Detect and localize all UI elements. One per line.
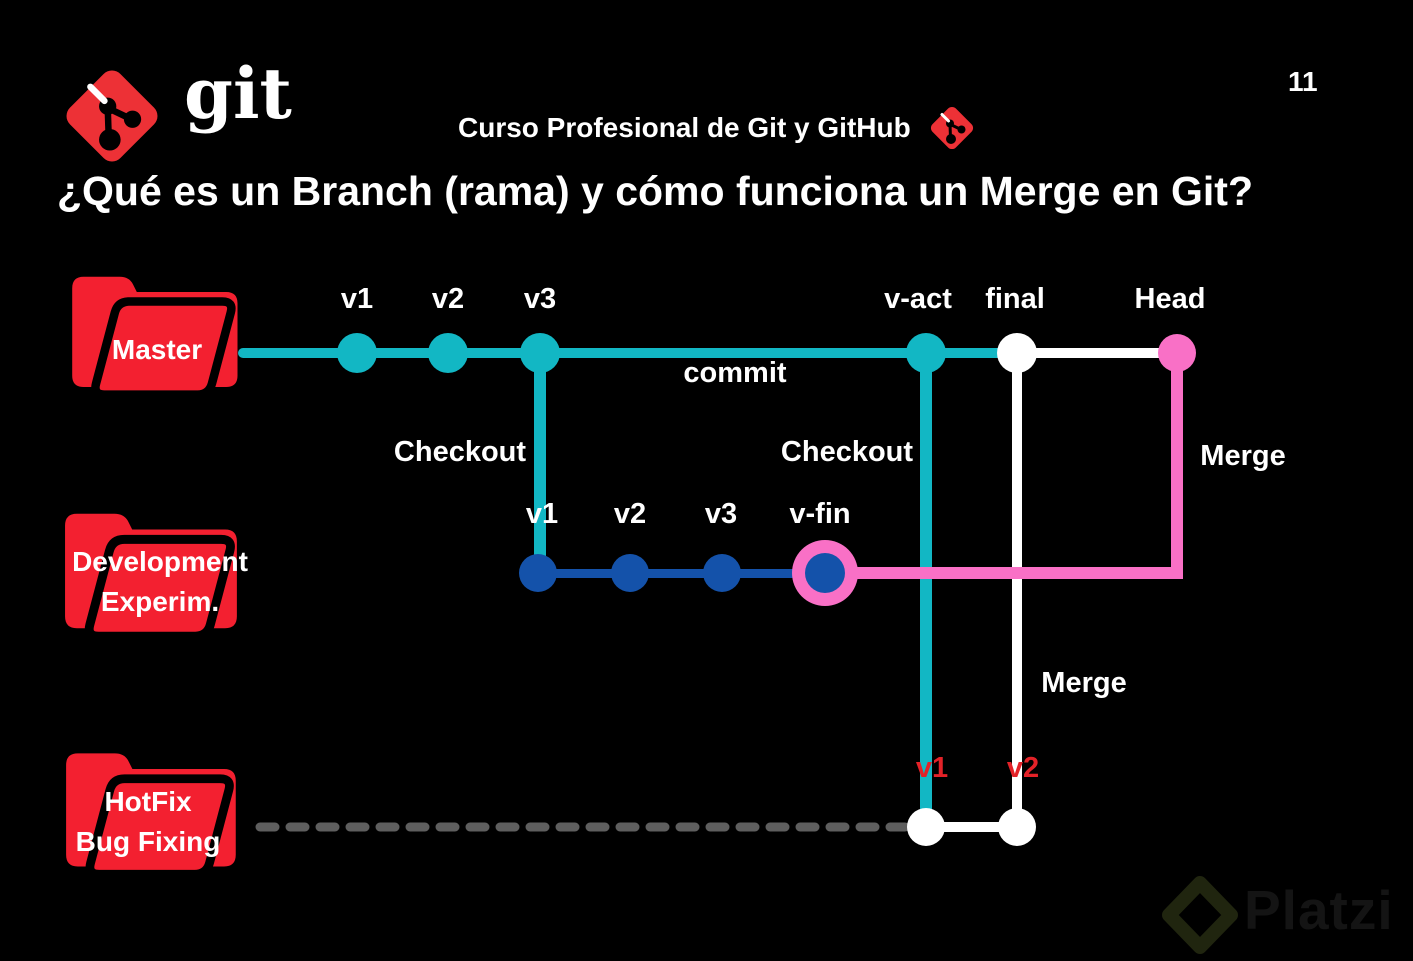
commit-dot-head xyxy=(1158,334,1196,372)
commit-dot-dev-v2 xyxy=(611,554,649,592)
commit-dot-master-v1 xyxy=(337,333,377,373)
label-dev-v2: v2 xyxy=(613,498,647,530)
label-master-v2: v2 xyxy=(431,283,465,315)
label-merge-hotfix: Merge xyxy=(1041,667,1127,699)
commit-dot-dev-v1 xyxy=(519,554,557,592)
commit-dot-master-final xyxy=(997,333,1037,373)
commit-dot-dev-vfin xyxy=(805,553,845,593)
course-title-row: Curso Profesional de Git y GitHub xyxy=(458,103,977,153)
folder-label-hotfix-line2: Bug Fixing xyxy=(75,826,221,857)
folder-label-master: Master xyxy=(111,334,203,365)
hotfix-branch-dashed-line xyxy=(255,822,913,832)
label-checkout-right: Checkout xyxy=(780,436,914,468)
platzi-wordmark: Platzi xyxy=(1244,879,1394,941)
commit-dot-master-vact xyxy=(906,333,946,373)
folder-icon-development xyxy=(65,513,237,641)
commit-dot-master-v2 xyxy=(428,333,468,373)
git-wordmark: git xyxy=(184,52,292,135)
hotfix-connector-line xyxy=(926,822,1017,832)
checkout-line-v3-to-dev xyxy=(534,353,546,575)
git-logo-small-icon xyxy=(930,106,973,150)
label-dev-v1: v1 xyxy=(525,498,559,530)
label-master-final: final xyxy=(985,283,1045,315)
label-head: Head xyxy=(1134,283,1206,315)
label-master-v1: v1 xyxy=(340,283,374,315)
label-commit: commit xyxy=(683,357,787,389)
label-merge-head: Merge xyxy=(1200,440,1286,472)
folder-label-hotfix-line1: HotFix xyxy=(104,786,192,817)
master-branch-line-white-segment xyxy=(1017,348,1177,358)
commit-dot-hotfix-v1 xyxy=(907,808,945,846)
label-hotfix-v1: v1 xyxy=(915,752,949,784)
course-title: Curso Profesional de Git y GitHub xyxy=(458,112,911,143)
label-master-v3: v3 xyxy=(523,283,557,315)
checkout-line-vact-to-hotfix xyxy=(920,353,932,827)
slide-title: ¿Qué es un Branch (rama) y cómo funciona… xyxy=(57,168,1254,214)
label-checkout-left: Checkout xyxy=(393,436,527,468)
commit-dot-dev-v3 xyxy=(703,554,741,592)
page-number: 11 xyxy=(1288,66,1318,97)
label-hotfix-v2: v2 xyxy=(1006,752,1040,784)
folder-label-development-line2: Experim. xyxy=(100,586,220,617)
merge-line-final-to-hotfix xyxy=(1012,353,1022,827)
merge-line-head-vertical xyxy=(1171,353,1183,579)
git-logo-icon xyxy=(66,70,158,162)
label-master-vact: v-act xyxy=(884,283,952,315)
platzi-logo-icon xyxy=(1162,876,1238,954)
folder-icon-master xyxy=(72,276,238,399)
commit-dot-hotfix-v2 xyxy=(998,808,1036,846)
merge-line-vfin-horizontal xyxy=(825,567,1183,579)
folder-label-development-line1: Development xyxy=(72,546,248,577)
label-dev-vfin: v-fin xyxy=(789,498,851,530)
master-branch-line xyxy=(238,348,1020,358)
commit-dot-master-v3 xyxy=(520,333,560,373)
folder-icon-hotfix xyxy=(66,753,236,879)
label-dev-v3: v3 xyxy=(704,498,738,530)
